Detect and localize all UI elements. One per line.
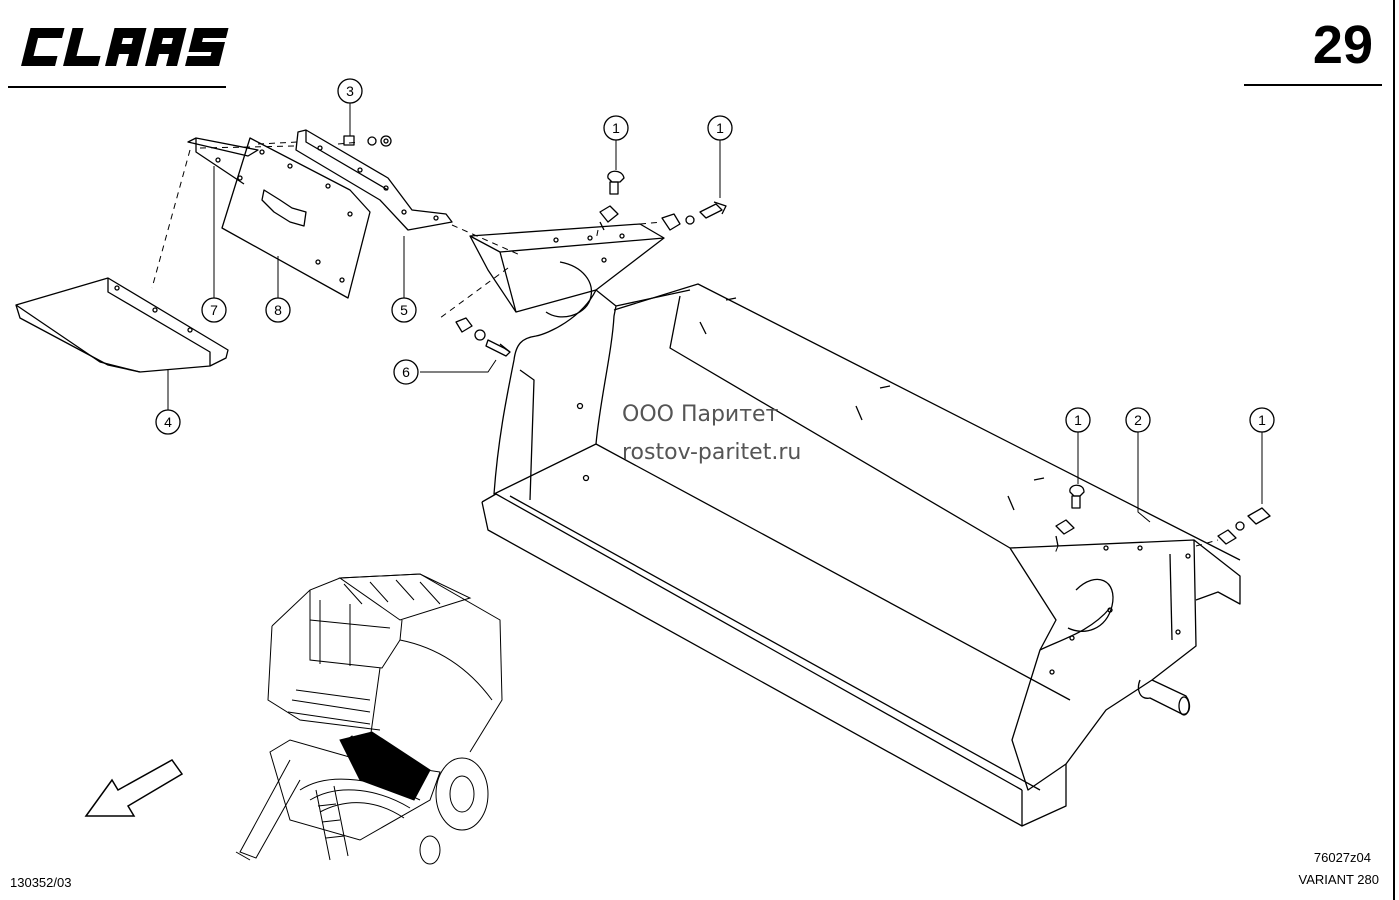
callout-4: 4 [155, 409, 181, 435]
callout-1c: 1 [1065, 407, 1091, 433]
watermark-company: ООО Паритет [622, 402, 779, 427]
callout-6: 6 [393, 359, 419, 385]
document-number: 130352/03 [10, 875, 72, 890]
callout-8-label: 8 [274, 302, 282, 318]
callout-5: 5 [391, 297, 417, 323]
direction-arrow [84, 759, 184, 817]
callout-1b: 1 [707, 115, 733, 141]
header-rule-left [8, 86, 226, 88]
drawing-number: 76027z04 [1313, 850, 1371, 865]
page-number: 29 [1312, 15, 1373, 75]
callout-1d-label: 1 [1258, 412, 1266, 428]
assembly-lines-right [595, 221, 1219, 557]
part-4-plate [15, 277, 229, 373]
part-2-trough [481, 283, 1241, 827]
callout-3: 3 [337, 78, 363, 104]
callout-2: 2 [1125, 407, 1151, 433]
callout-1c-label: 1 [1074, 412, 1082, 428]
callout-group: 3 1 1 7 8 5 6 [155, 78, 1275, 435]
callout-1a: 1 [603, 115, 629, 141]
claas-logo [21, 28, 229, 66]
model-name: VARIANT 280 [1298, 872, 1379, 887]
assembly-lines-left [151, 141, 521, 319]
callout-8: 8 [265, 297, 291, 323]
callout-7: 7 [201, 297, 227, 323]
callout-1b-label: 1 [716, 120, 724, 136]
callout-2-label: 2 [1134, 412, 1142, 428]
left-mounting-bracket [469, 223, 665, 318]
baler-location-thumbnail [235, 573, 503, 865]
hardware-1-upper-left [599, 170, 727, 231]
callout-1a-label: 1 [612, 120, 620, 136]
frame-right-edge [1393, 0, 1395, 900]
callout-6-label: 6 [402, 364, 410, 380]
part-5-strip [295, 129, 453, 231]
callout-1d: 1 [1249, 407, 1275, 433]
part-8-plate [221, 137, 371, 299]
callout-4-label: 4 [164, 414, 172, 430]
header-rule-right [1244, 84, 1382, 86]
callout-5-label: 5 [400, 302, 408, 318]
watermark-site: rostov-paritet.ru [622, 440, 802, 465]
hardware-6-bolt-washer-nut [455, 317, 511, 357]
callout-7-label: 7 [210, 302, 218, 318]
callout-leaders [167, 103, 1263, 523]
hardware-3-bolt-washer-nut [343, 135, 392, 147]
callout-3-label: 3 [346, 83, 354, 99]
hardware-1-right [1055, 484, 1271, 547]
